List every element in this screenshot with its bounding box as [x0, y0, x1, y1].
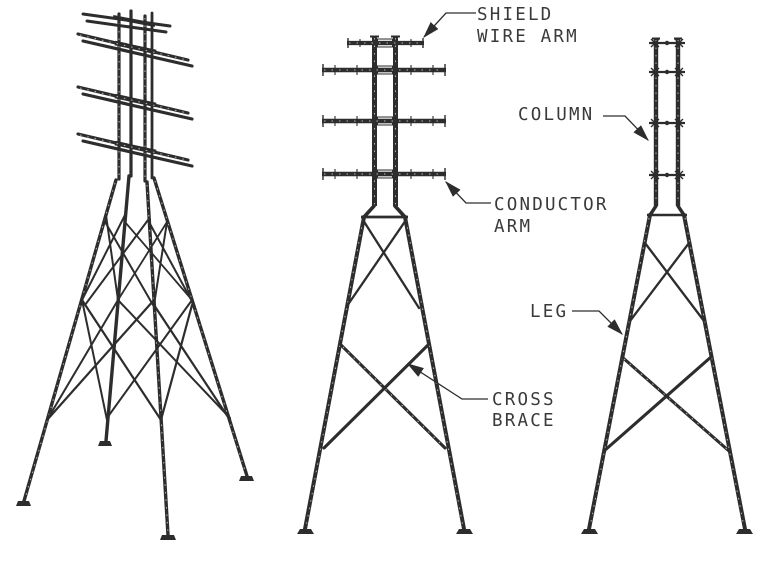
- leader-line: [406, 363, 488, 400]
- callouts: SHIELD WIRE ARM COLUMN CONDUCTOR ARM LEG…: [406, 5, 649, 431]
- shield-wire-arm: [347, 38, 424, 48]
- label-shield-wire-arm-line2: WIRE ARM: [477, 27, 579, 47]
- label-cross-brace-line1: CROSS: [492, 390, 556, 410]
- legs: [22, 174, 249, 537]
- label-column: COLUMN: [518, 105, 594, 125]
- arms: [76, 12, 194, 168]
- label-shield-wire-arm-line1: SHIELD: [477, 5, 553, 25]
- legs: [297, 204, 473, 534]
- callout-conductor-arm: CONDUCTOR ARM: [445, 181, 609, 237]
- arm-clamps: [649, 38, 685, 180]
- leader-line: [423, 12, 476, 38]
- cross-braces: [322, 218, 447, 450]
- leader-line: [572, 310, 623, 335]
- isometric-view: [16, 9, 254, 540]
- callout-column: COLUMN: [518, 105, 649, 141]
- conductor-arms: [322, 64, 446, 180]
- callout-shield-wire-arm: SHIELD WIRE ARM: [423, 5, 579, 47]
- label-conductor-arm-line2: ARM: [494, 217, 532, 237]
- label-leg: LEG: [530, 302, 568, 322]
- callout-leg: LEG: [530, 302, 623, 335]
- leader-line: [603, 115, 649, 141]
- front-elevation-view: [297, 35, 473, 534]
- base-plates: [16, 441, 254, 540]
- cross-braces: [602, 241, 731, 453]
- legs: [581, 204, 753, 534]
- callout-cross-brace: CROSS BRACE: [406, 363, 556, 431]
- label-conductor-arm-line1: CONDUCTOR: [494, 195, 609, 215]
- side-elevation-view: [581, 37, 753, 534]
- label-cross-brace-line2: BRACE: [492, 411, 556, 431]
- cross-braces: [45, 214, 232, 422]
- leader-line: [445, 181, 491, 204]
